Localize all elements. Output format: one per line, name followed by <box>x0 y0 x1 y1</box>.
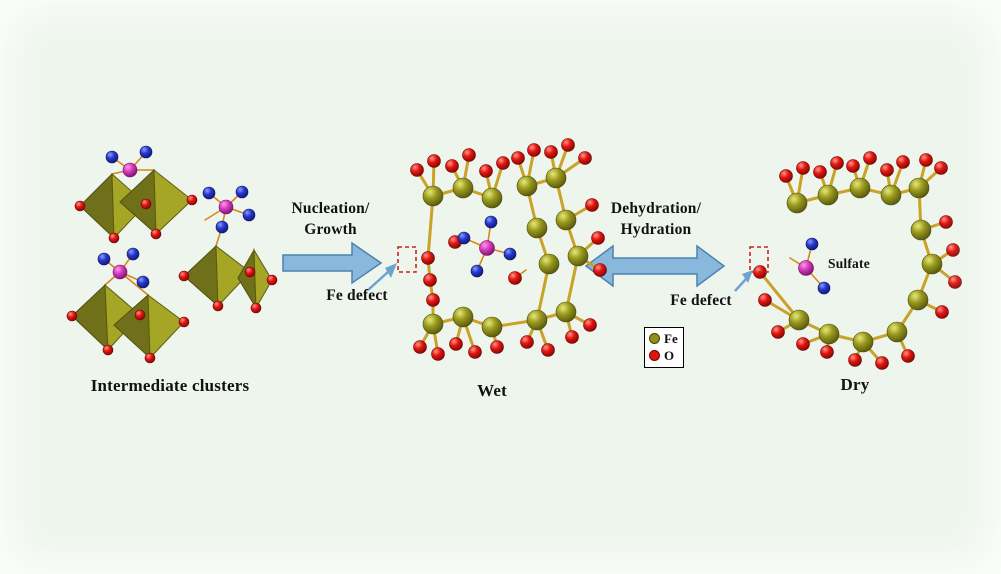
growth-line: Growth <box>304 220 357 238</box>
sulfate-group <box>798 237 831 295</box>
fe-defect-label-left: Fe defect <box>326 287 388 304</box>
nucleation-growth-label: Nucleation/ Growth <box>278 199 383 241</box>
o-atoms <box>753 151 962 370</box>
dehydration-hydration-label: Dehydration/ Hydration <box>591 199 721 241</box>
legend: Fe O <box>644 327 684 368</box>
fe-atoms <box>422 167 589 338</box>
nucleation-line: Nucleation/ <box>291 200 370 217</box>
sulfate-label: Sulfate <box>828 256 870 271</box>
sulfate-group <box>97 247 150 289</box>
cluster-octahedra-1 <box>74 145 198 244</box>
o-atoms <box>410 138 607 361</box>
intermediate-clusters-art <box>66 145 278 364</box>
legend-item-fe: Fe <box>649 330 678 347</box>
fe-defect-marker-right <box>734 246 769 292</box>
wet-label: Wet <box>477 381 507 400</box>
sulfate-group <box>105 145 153 178</box>
sulfate-group <box>457 215 517 278</box>
dehydration-hydration-arrow <box>584 244 726 288</box>
legend-label-o: O <box>664 348 675 363</box>
nucleation-growth-arrow <box>282 241 383 285</box>
intermediate-clusters-label: Intermediate clusters <box>90 376 250 395</box>
hydration-line: Hydration <box>620 220 692 238</box>
wet-structure-art <box>410 138 607 361</box>
fe-atoms <box>786 177 943 353</box>
dry-label: Dry <box>840 375 870 394</box>
legend-item-o: O <box>649 347 678 364</box>
o-atom-icon <box>649 350 660 361</box>
fe-atom-icon <box>649 333 660 344</box>
cluster-octahedra-2 <box>66 247 190 364</box>
fe-defect-marker-left <box>367 246 417 291</box>
cluster-octahedra-3 <box>178 185 278 314</box>
dehydration-line: Dehydration/ <box>610 200 702 217</box>
dry-structure-art <box>753 151 962 370</box>
fe-defect-label-right: Fe defect <box>670 292 732 309</box>
sulfate-group <box>202 185 256 234</box>
legend-label-fe: Fe <box>664 331 678 346</box>
